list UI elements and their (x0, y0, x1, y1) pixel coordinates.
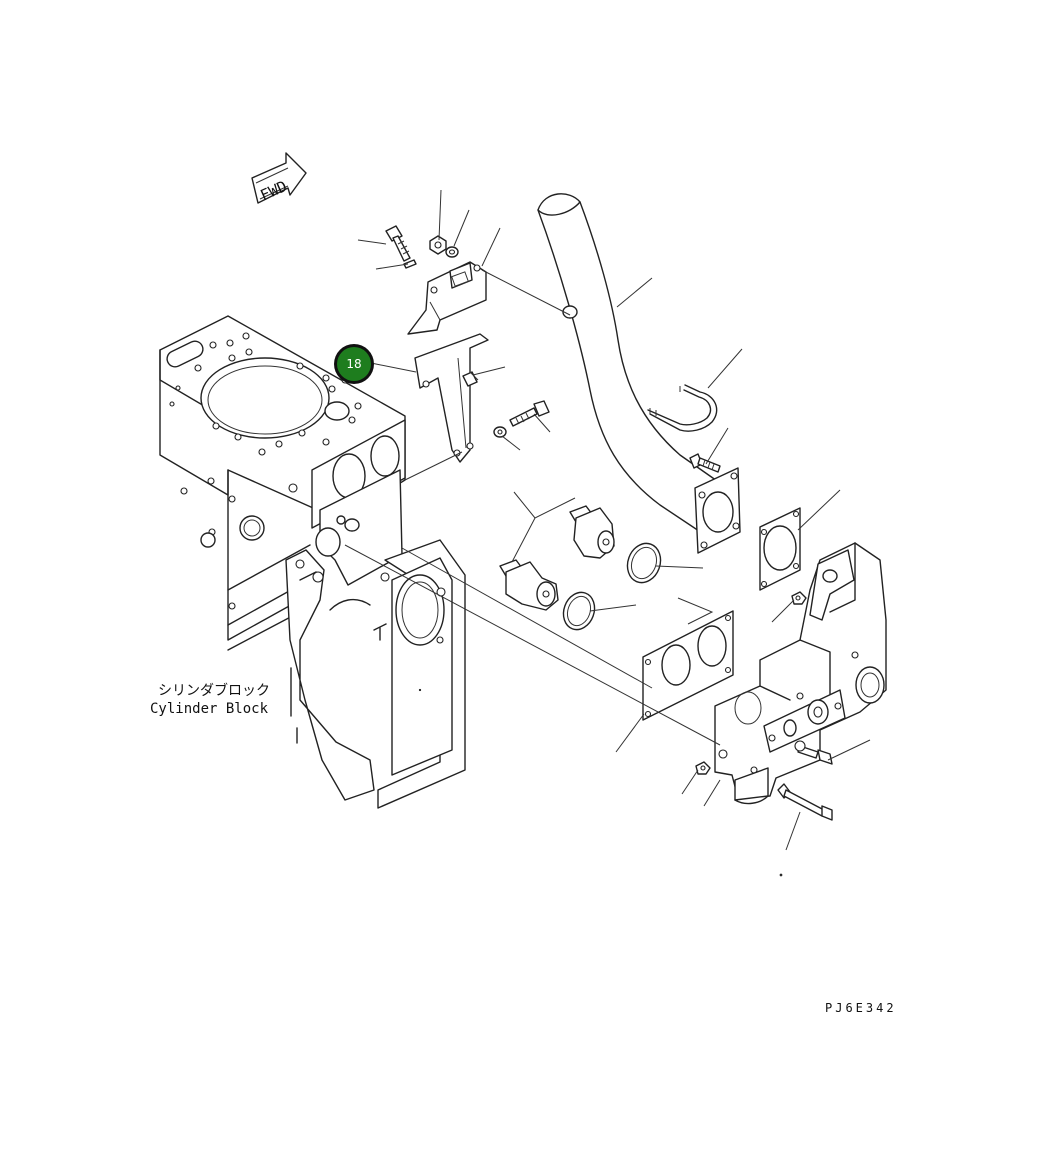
upper-bracket (407, 261, 487, 335)
washer-side (493, 426, 507, 438)
leader-lines (344, 189, 871, 877)
washer-top (403, 259, 417, 269)
water-pipe (537, 193, 741, 554)
callout-18-number: 18 (346, 357, 361, 371)
seal-ring-lower (562, 591, 596, 631)
bolt-housing-long (777, 783, 833, 821)
bolt-side (509, 400, 550, 427)
gasket-housing (642, 610, 734, 721)
u-bolt (647, 384, 718, 432)
nut-housing-left (695, 761, 711, 775)
nut-top-2 (445, 246, 459, 258)
gasket-pipe (759, 507, 801, 591)
bolt-mid (462, 371, 479, 387)
block-leader (290, 667, 298, 744)
block-label-en: Cylinder Block (150, 701, 269, 717)
nut-top-1 (429, 235, 447, 255)
thermostat-housing (714, 542, 887, 805)
thermostat-upper (569, 505, 615, 559)
block-label-jp: シリンダブロック (158, 682, 270, 699)
drawing-code: PJ6E342 (825, 1001, 897, 1015)
bolt-top (385, 225, 411, 262)
seal-ring-upper (626, 542, 662, 584)
callout-18-badge[interactable]: 18 (334, 344, 374, 384)
callout-18-circle (337, 347, 371, 381)
nut-housing-top (791, 591, 807, 605)
fwd-arrow-icon: FWD (251, 152, 307, 204)
lower-bracket (414, 333, 489, 463)
cylinder-block (159, 315, 466, 809)
thermostat-lower (499, 559, 559, 611)
bolt-housing-short (794, 740, 833, 765)
bolt-flange (689, 453, 721, 473)
